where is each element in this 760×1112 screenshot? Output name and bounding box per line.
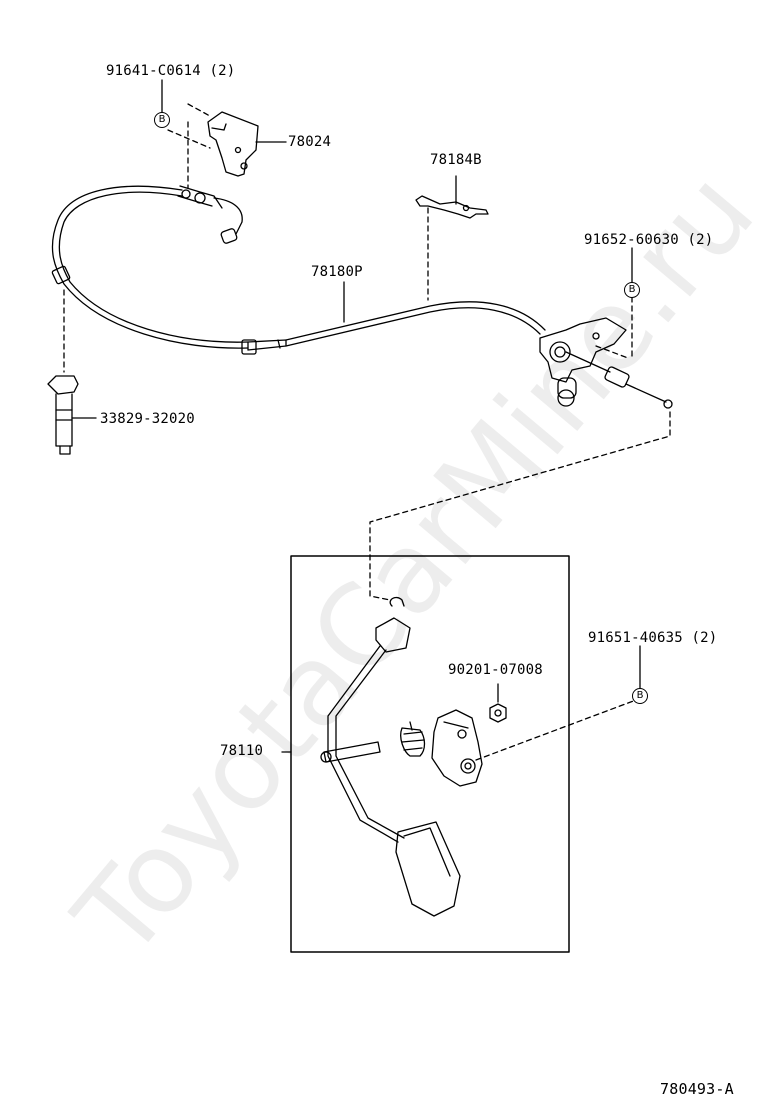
part-label-91652: 91652-60630 (2) bbox=[584, 232, 714, 248]
cable-78180p bbox=[51, 185, 546, 355]
bolt-marker-91651: B bbox=[632, 688, 648, 704]
accelerator-pedal bbox=[320, 596, 461, 917]
part-label-78110: 78110 bbox=[220, 743, 264, 759]
return-spring bbox=[400, 721, 426, 757]
bracket-78184b bbox=[415, 175, 489, 301]
throttle-bracket bbox=[539, 297, 673, 409]
bolt-marker-91652: B bbox=[624, 282, 640, 298]
diagram-id: 780493-A bbox=[660, 1080, 734, 1098]
bolt-leader-91641 bbox=[167, 103, 211, 189]
pedal-assembly-box bbox=[290, 555, 570, 953]
part-label-78180p: 78180P bbox=[311, 264, 363, 280]
part-label-33829: 33829-32020 bbox=[100, 411, 195, 427]
nut-90201 bbox=[489, 683, 507, 723]
connection-leader bbox=[369, 411, 671, 601]
bracket-78024 bbox=[207, 111, 287, 177]
pedal-bracket bbox=[431, 699, 637, 787]
part-label-91641: 91641-C0614 (2) bbox=[106, 63, 236, 79]
clip-33829 bbox=[47, 375, 97, 455]
part-label-90201: 90201-07008 bbox=[448, 662, 543, 678]
bolt-marker-91641: B bbox=[154, 112, 170, 128]
part-label-91651: 91651-40635 (2) bbox=[588, 630, 718, 646]
part-label-78184b: 78184B bbox=[430, 152, 482, 168]
part-label-78024: 78024 bbox=[288, 134, 332, 150]
